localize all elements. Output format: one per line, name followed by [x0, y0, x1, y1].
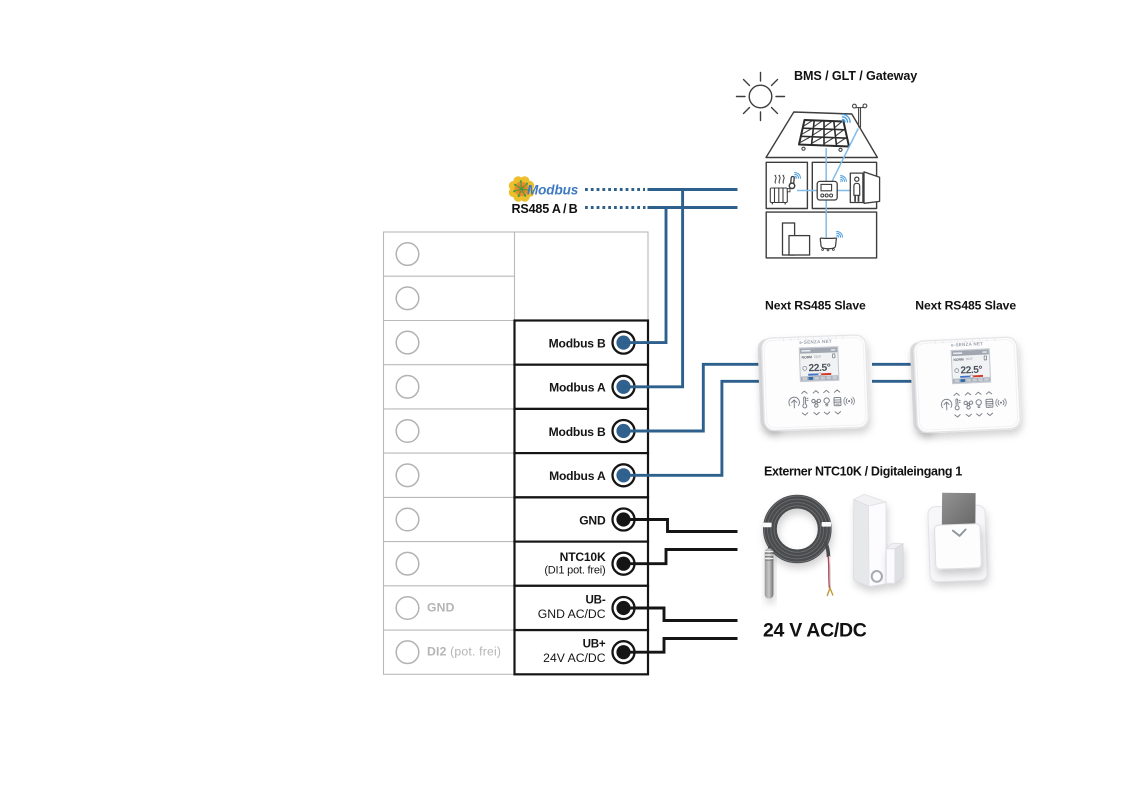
svg-text:BMS / GLT / Gateway: BMS / GLT / Gateway [794, 69, 917, 83]
svg-text:GND: GND [579, 513, 606, 527]
svg-text:RS485 A / B: RS485 A / B [512, 202, 578, 216]
svg-text:GND AC/DC: GND AC/DC [538, 607, 606, 621]
svg-text:DI2 (pot. frei): DI2 (pot. frei) [427, 645, 501, 659]
svg-text:24V AC/DC: 24V AC/DC [543, 651, 606, 665]
svg-text:Modbus B: Modbus B [549, 425, 606, 439]
svg-text:NTC10K: NTC10K [560, 550, 606, 564]
svg-text:GND: GND [427, 601, 455, 615]
svg-text:(DI1 pot. frei): (DI1 pot. frei) [544, 564, 605, 576]
svg-text:Modbus B: Modbus B [549, 337, 606, 351]
svg-text:Next RS485 Slave: Next RS485 Slave [765, 299, 866, 313]
svg-text:UB-: UB- [585, 593, 605, 606]
svg-text:UB+: UB+ [583, 638, 606, 651]
svg-text:24 V AC/DC: 24 V AC/DC [763, 620, 867, 642]
svg-text:Externer NTC10K / Digitaleinga: Externer NTC10K / Digitaleingang 1 [764, 465, 962, 479]
svg-text:Modbus A: Modbus A [549, 381, 606, 395]
svg-text:Modbus A: Modbus A [549, 469, 606, 483]
svg-text:Next RS485 Slave: Next RS485 Slave [915, 299, 1016, 313]
svg-text:Modbus: Modbus [527, 183, 579, 198]
